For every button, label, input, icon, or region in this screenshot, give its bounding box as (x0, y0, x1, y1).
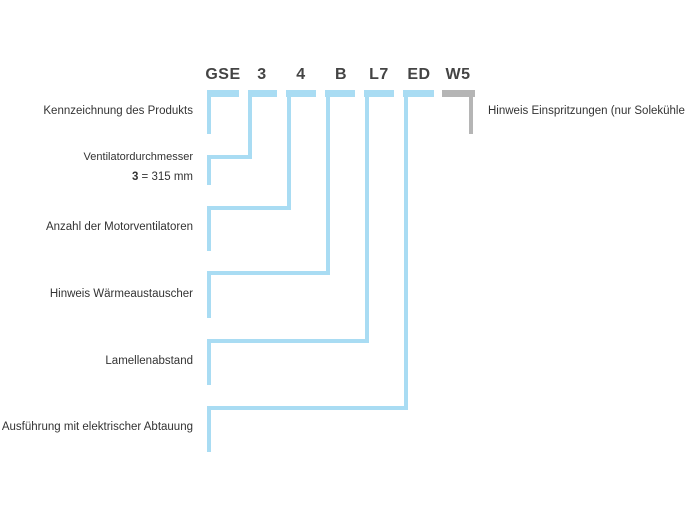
label-fan-diameter: Ventilatordurchmesser (83, 151, 193, 163)
label-motor-fans: Anzahl der Motorventilatoren (45, 221, 193, 233)
label-product: Kennzeichnung des Produkts (43, 105, 193, 117)
line-heat-exchanger (207, 95, 330, 318)
code-fin-spacing: L7 (369, 66, 389, 83)
line-fan-diameter (207, 95, 252, 185)
bar-motor-fans (286, 90, 316, 97)
label-fin-spacing: Lamellenabstand (105, 355, 193, 367)
line-electric-defrost (207, 95, 408, 452)
code-gse: GSE (205, 66, 241, 83)
label-injection: Hinweis Einspritzungen (nur Solekühler) (488, 105, 685, 117)
label-fan-diameter-value: 3 = 315 mm (132, 171, 193, 183)
label-electric-defrost: Ausführung mit elektrischer Abtauung (1, 421, 193, 433)
label-heat-exchanger: Hinweis Wärmeaustauscher (49, 288, 193, 300)
bar-electric-defrost (403, 90, 434, 97)
bar-heat-exchanger (325, 90, 355, 97)
bar-injection (442, 90, 475, 97)
bar-fin-spacing (364, 90, 394, 97)
fan-diameter-value-key: 3 (131, 171, 139, 183)
line-fin-spacing (207, 95, 369, 385)
line-motor-fans (207, 95, 291, 251)
code-heat-exchanger: B (334, 66, 348, 83)
code-electric-defrost: ED (407, 66, 431, 83)
code-injection: W5 (445, 66, 471, 83)
fan-diameter-value-text: = 315 mm (141, 171, 193, 183)
code-fan-diameter: 3 (257, 66, 267, 83)
code-motor-fans: 4 (296, 66, 306, 83)
bar-gse (207, 90, 239, 97)
bar-fan-diameter (248, 90, 277, 97)
